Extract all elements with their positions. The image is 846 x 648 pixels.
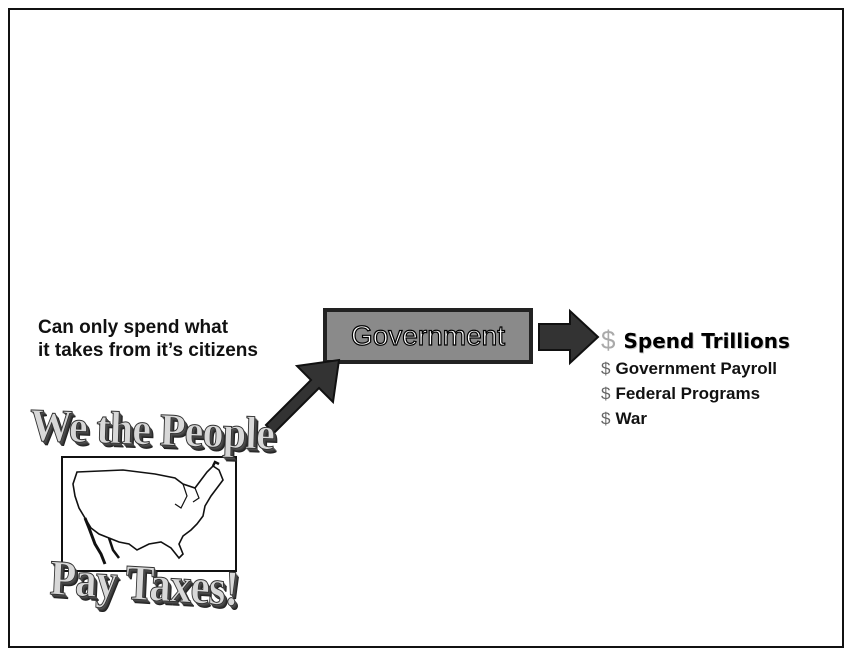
spending-item: $ Federal Programs: [601, 381, 790, 406]
dollar-icon: $: [601, 359, 611, 378]
pay-taxes-wordart: Pay Taxes!: [48, 549, 240, 617]
caption-line-1: Can only spend what: [38, 317, 229, 338]
spending-item-label: Government Payroll: [615, 359, 778, 378]
spending-heading: Spend Trillions: [623, 328, 790, 353]
caption: Can only spend what it takes from it’s c…: [38, 316, 258, 362]
government-label: Government: [350, 319, 506, 351]
us-map-outline-icon: [72, 460, 224, 565]
spending-item: $ War: [601, 406, 790, 431]
government-box: Government: [323, 308, 533, 364]
dollar-icon: $: [601, 325, 616, 355]
spending-item: $ Government Payroll: [601, 356, 790, 381]
caption-line-2: it takes from it’s citizens: [38, 340, 258, 361]
dollar-icon: $: [601, 384, 611, 403]
dollar-icon: $: [601, 409, 611, 428]
spending-item-label: Federal Programs: [615, 384, 761, 403]
we-the-people-wordart: We the People: [29, 399, 276, 460]
spending-item-label: War: [615, 409, 647, 428]
spending-heading-row: $ Spend Trillions: [601, 325, 790, 356]
us-map-frame: [61, 456, 237, 572]
spending-list: $ Spend Trillions $ Government Payroll $…: [601, 325, 790, 431]
